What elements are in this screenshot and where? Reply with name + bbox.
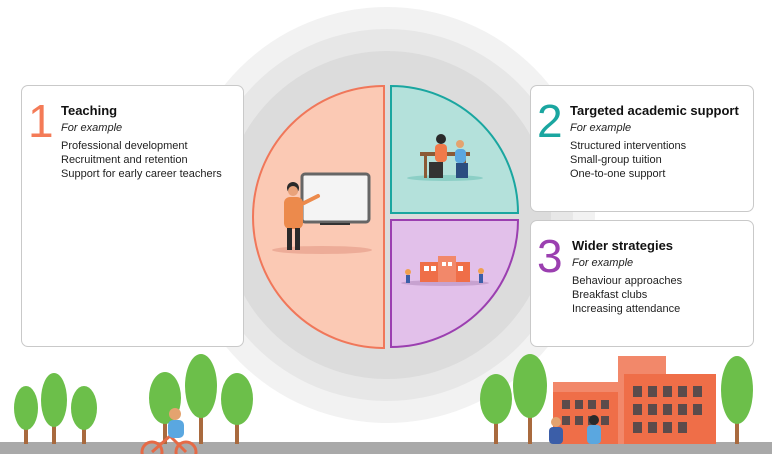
section-items: Structured interventions Small-group tui… bbox=[570, 139, 686, 181]
section-subtitle: For example bbox=[572, 257, 634, 269]
section-title: Wider strategies bbox=[572, 238, 674, 253]
list-item: Increasing attendance bbox=[572, 303, 681, 315]
list-item: Recruitment and retention bbox=[61, 154, 188, 166]
list-item: Behaviour approaches bbox=[572, 275, 683, 287]
section-number: 2 bbox=[537, 95, 563, 147]
section-number: 1 bbox=[28, 95, 54, 147]
section-title: Targeted academic support bbox=[570, 103, 739, 118]
section-items: Professional development Recruitment and… bbox=[61, 139, 222, 181]
list-item: Professional development bbox=[61, 140, 188, 152]
section-number: 3 bbox=[537, 230, 563, 282]
teacher-whiteboard-illustration bbox=[272, 172, 372, 254]
list-item: One-to-one support bbox=[570, 168, 666, 180]
targeted-support-segment bbox=[390, 84, 520, 214]
section-subtitle: For example bbox=[570, 122, 632, 134]
list-item: Structured interventions bbox=[570, 140, 687, 152]
teaching-card: 1 Teaching For example Professional deve… bbox=[21, 85, 244, 347]
tutoring-pair-illustration bbox=[407, 134, 483, 181]
trees-illustration bbox=[14, 354, 753, 444]
list-item: Breakfast clubs bbox=[572, 289, 648, 301]
cyclist-illustration bbox=[140, 408, 198, 454]
targeted-support-card: 2 Targeted academic support For example … bbox=[530, 85, 754, 212]
section-title: Teaching bbox=[61, 103, 118, 118]
section-items: Behaviour approaches Breakfast clubs Inc… bbox=[572, 274, 682, 316]
wider-strategies-card: 3 Wider strategies For example Behaviour… bbox=[530, 220, 754, 347]
school-building-illustration bbox=[401, 256, 489, 286]
list-item: Small-group tuition bbox=[570, 154, 662, 166]
section-subtitle: For example bbox=[61, 122, 123, 134]
list-item: Support for early career teachers bbox=[61, 168, 222, 180]
school-building-right-illustration bbox=[549, 356, 716, 444]
